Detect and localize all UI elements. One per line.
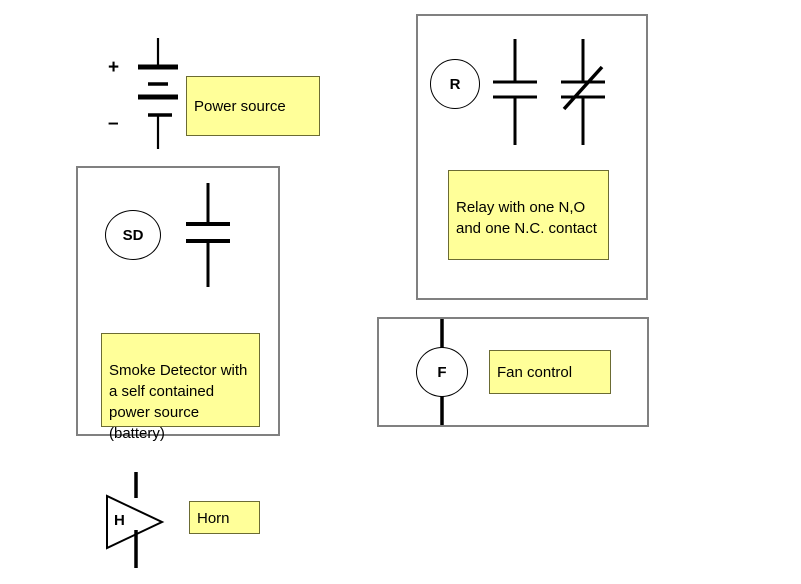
capacitor-symbol [186, 183, 230, 287]
smoke-detector-marker-label: SD [122, 226, 144, 244]
battery-symbol [138, 38, 178, 149]
relay-caption-text: Relay with one N,O and one N.C. contact [456, 199, 597, 237]
smoke-detector-caption: Smoke Detector with a self contained pow… [101, 333, 260, 442]
power-source-group: + – Power source [100, 36, 330, 156]
horn-group: H Horn [100, 470, 275, 570]
battery-plus-sign: + [108, 57, 120, 78]
fan-control-marker: F [416, 347, 468, 397]
power-source-caption: Power source [186, 76, 320, 136]
horn-marker-label: H [114, 512, 125, 529]
relay-caption: Relay with one N,O and one N.C. contact [448, 170, 609, 260]
smoke-detector-marker: SD [105, 210, 161, 260]
horn-caption: Horn [189, 501, 260, 534]
smoke-detector-caption-text: Smoke Detector with a self contained pow… [109, 362, 248, 442]
nc-contact-symbol [561, 39, 605, 145]
horn-triangle-symbol [106, 472, 165, 568]
battery-minus-sign: – [108, 113, 119, 134]
relay-marker: R [430, 59, 480, 109]
relay-marker-label: R [449, 75, 461, 93]
fan-control-caption: Fan control [489, 350, 611, 394]
fan-control-marker-label: F [437, 363, 447, 381]
no-contact-symbol [493, 39, 537, 145]
